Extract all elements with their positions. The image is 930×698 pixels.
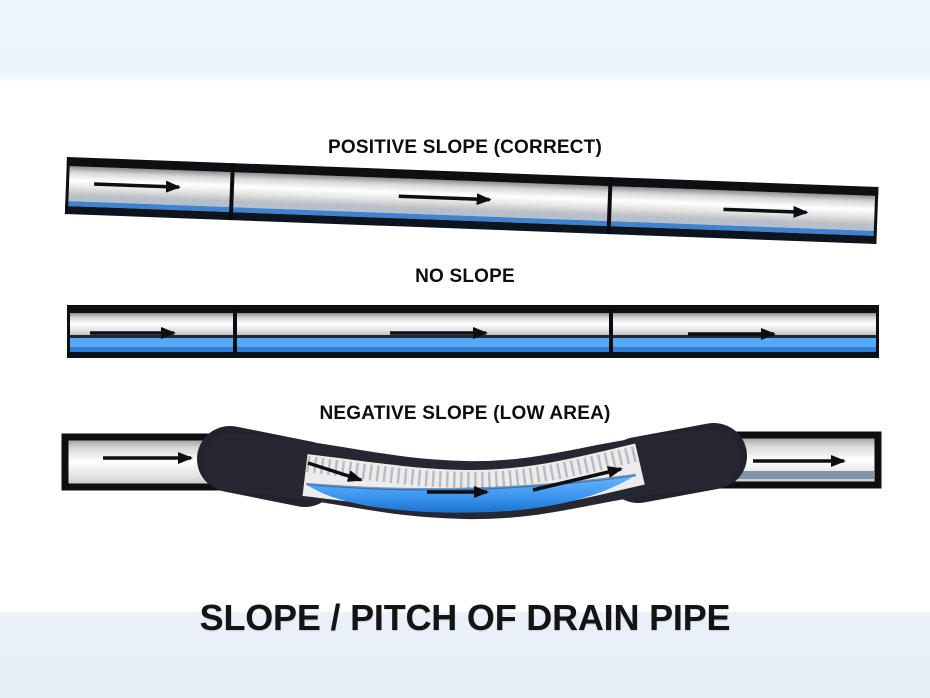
standing-water-deep <box>67 347 879 352</box>
pipe-bottom-border <box>67 352 879 358</box>
pipe-joint-divider <box>233 305 237 358</box>
section-label-no-slope: NO SLOPE <box>415 266 515 287</box>
pipe-right-cap <box>873 186 879 244</box>
pipe-left-cap <box>67 305 70 358</box>
top-background-band <box>0 0 930 81</box>
sagging-pipe-section <box>197 423 747 520</box>
pipe-joint-divider <box>606 177 613 235</box>
pipe-bottom-border <box>64 205 877 244</box>
negative-slope-pipe-diagram <box>61 423 882 520</box>
corrugated-ribs-texture <box>305 446 638 489</box>
pipe-top-border <box>67 305 879 313</box>
up-right-arrow-icon <box>532 466 623 492</box>
water-line <box>716 471 874 479</box>
flow-arrows <box>90 327 776 340</box>
sloped-pipe-body <box>64 157 879 244</box>
pipe-lower-sheen <box>65 193 878 232</box>
down-right-arrow-icon <box>307 461 363 482</box>
pooled-water-surface-line <box>305 473 637 491</box>
thin-water-line <box>65 200 877 237</box>
pipe-top-border <box>66 157 879 197</box>
pipe-joint-divider <box>228 163 235 221</box>
bottom-background-band <box>0 612 930 698</box>
level-pipe-body <box>67 305 879 358</box>
pipe-left-cap <box>64 157 70 215</box>
section-label-negative-slope: NEGATIVE SLOPE (LOW AREA) <box>319 403 611 424</box>
pipe-joint-divider <box>609 305 613 358</box>
flow-arrows <box>103 452 846 498</box>
pipe-right-cap <box>876 305 879 358</box>
pipe-interior <box>65 165 879 225</box>
right-arrow-icon <box>398 193 492 206</box>
right-arrow-icon <box>723 205 809 218</box>
positive-slope-pipe-diagram <box>64 157 879 244</box>
pipe-interior <box>67 313 879 335</box>
no-slope-pipe-diagram <box>67 305 879 358</box>
section-label-positive-slope: POSITIVE SLOPE (CORRECT) <box>328 137 602 158</box>
right-arrow-icon <box>93 180 181 193</box>
flow-arrows <box>93 180 809 218</box>
standing-water <box>67 338 879 347</box>
page-title: SLOPE / PITCH OF DRAIN PIPE <box>199 597 731 638</box>
